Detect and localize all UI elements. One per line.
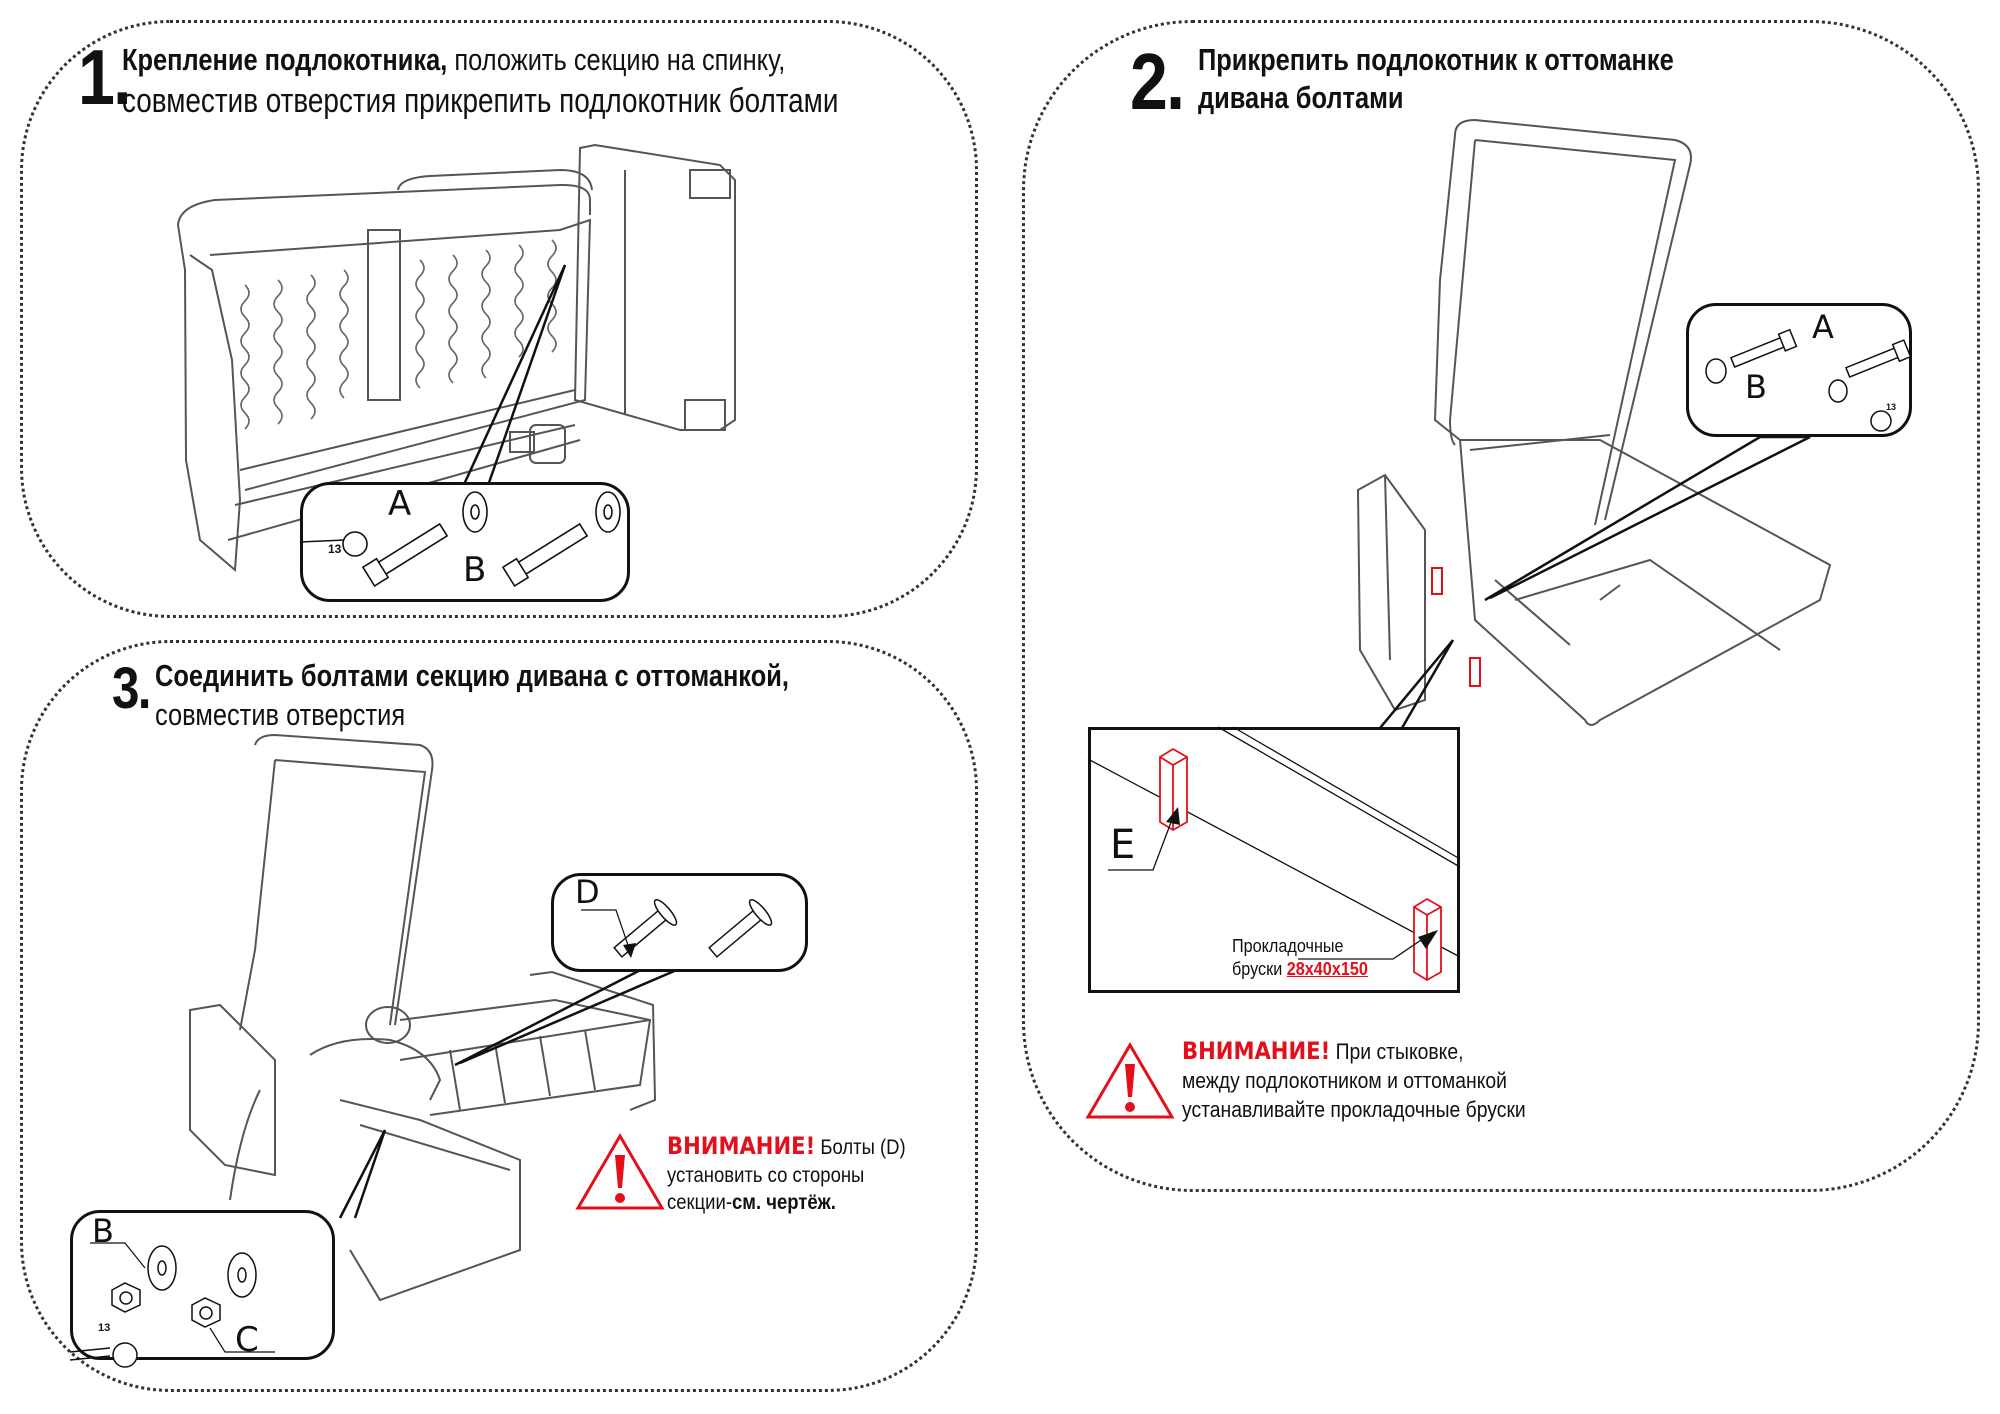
label-e: E [1110,822,1136,868]
spacer-detail [1087,726,1461,982]
step-3-panel [20,640,978,1392]
warning-heading: ВНИМАНИЕ! [667,1132,816,1160]
label-a: A [1812,308,1834,346]
label-c: C [235,1320,259,1360]
wrench-size: 13 [1886,402,1897,412]
spacer-caption: Прокладочные бруски 28x40x150 [1232,935,1368,980]
step-1-subtitle: совместив отверстия прикрепить подлокотн… [122,82,839,120]
step-1-hardware [299,491,621,588]
label-b: B [1745,368,1767,406]
wrench-handle [299,539,346,543]
step-1-panel [20,20,978,618]
bolt-a [361,522,449,588]
sofa-back-frame [177,168,593,573]
wrench-size: 13 [98,1322,111,1334]
step-2-warning: ВНИМАНИЕ! При стыковке, между подлокотни… [1182,1037,1526,1122]
step-2-title-line2: дивана болтами [1198,80,1404,115]
spacer-caption-line2: бруски 28x40x150 [1232,958,1368,979]
step-3-nut-inset [70,1210,335,1360]
wrench-head-icon [112,1342,138,1368]
warning-triangle-icon [1085,1042,1175,1119]
spacer-block-2 [1469,657,1481,687]
label-a: A [388,484,412,524]
step-1-number: 1. [78,33,132,121]
step-2-title-line1: Прикрепить подлокотник к оттоманке [1198,42,1674,77]
label-b: B [463,550,487,590]
washer-b [1828,379,1848,403]
spacer-block-e [1159,747,1188,832]
wrench-head-icon [342,531,368,557]
step-3-warning: ВНИМАНИЕ! Болты (D) установить со сторон… [667,1132,906,1215]
warning-triangle-icon [575,1133,665,1210]
springs [240,239,557,430]
step-2-panel [1022,20,1980,1192]
step-3-number: 3. [112,656,151,721]
label-b: B [92,1212,114,1250]
carriage-bolts [581,899,773,958]
drill-icon [509,424,566,464]
bolt-2 [501,522,589,588]
step-1-title-bold: Крепление подлокотника, [122,42,448,77]
step-1-title: Крепление подлокотника, положить секцию … [122,42,785,78]
step-3-title: Соединить болтами секцию дивана с оттома… [155,658,789,693]
spacer-detail-inset [1088,727,1460,993]
armrest-part [573,143,736,431]
step-1-title-regular: положить секцию на спинку, [447,42,786,77]
step-2-hardware [1705,328,1912,432]
spacer-block-1 [1431,567,1443,595]
wrench-size: 13 [328,542,342,556]
step-3-subtitle: совместив отверстия [155,697,406,732]
label-d: D [575,873,600,911]
spacer-caption-line1: Прокладочные [1232,936,1344,956]
nuts-and-washers [69,1242,275,1368]
warning-heading: ВНИМАНИЕ! [1182,1037,1331,1065]
wrench-head-icon [1870,410,1892,432]
step-2-number: 2. [1130,37,1185,126]
spacer-size: 28x40x150 [1286,958,1368,979]
